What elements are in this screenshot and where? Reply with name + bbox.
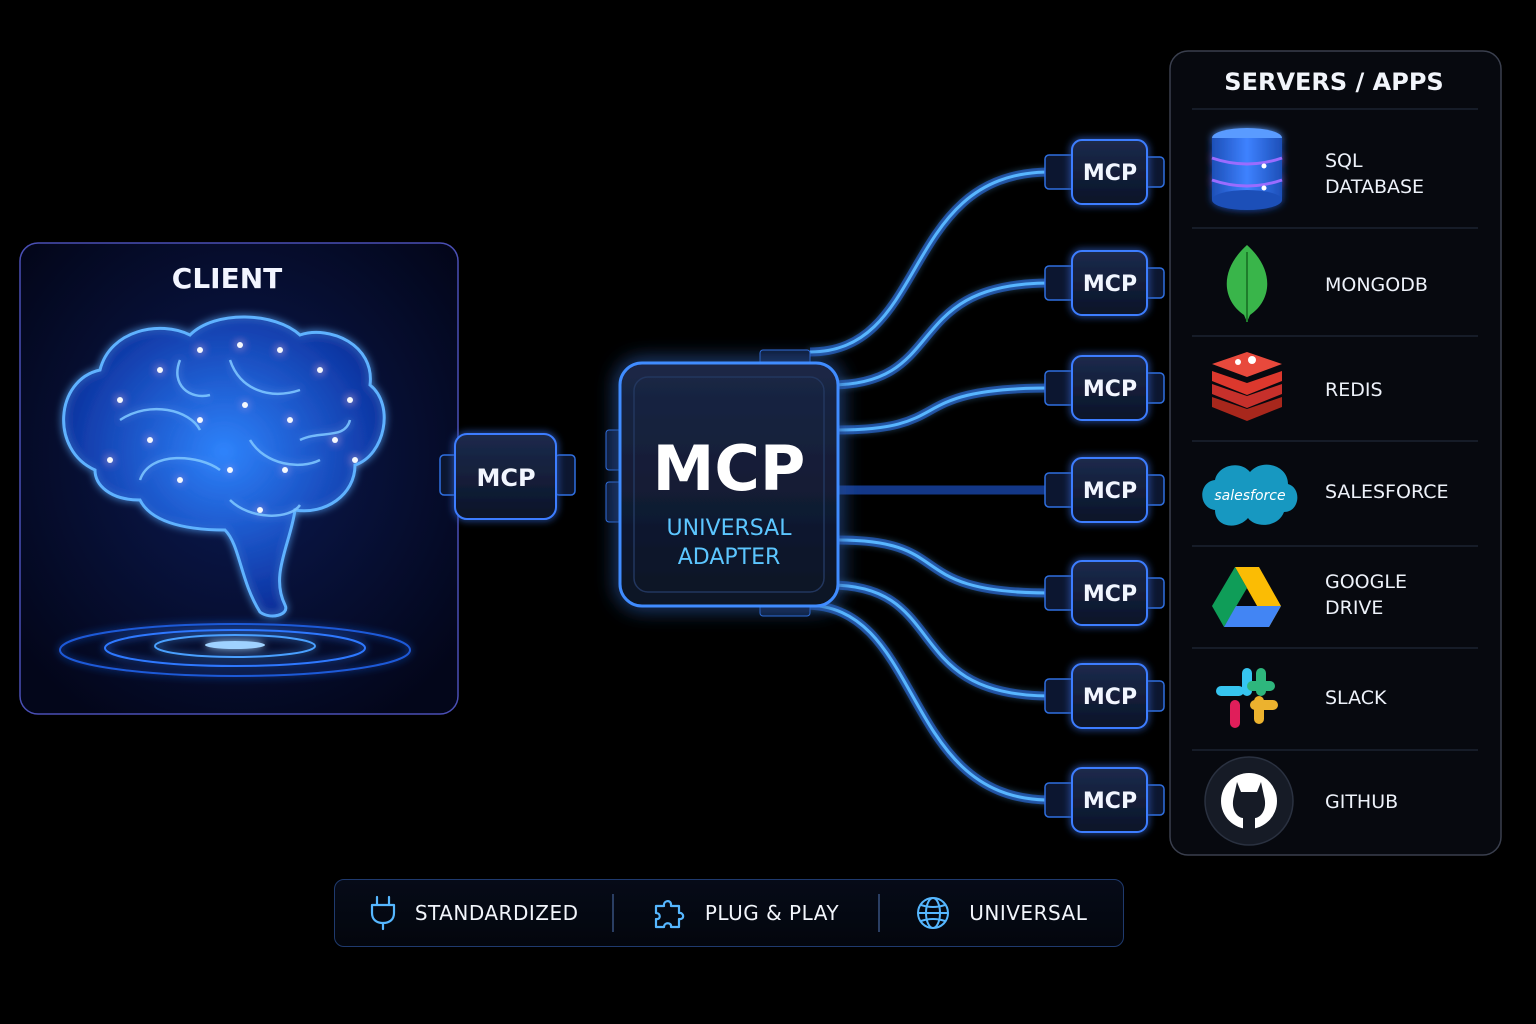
server-row[interactable]: SALESFORCE: [1325, 481, 1448, 503]
cable: [837, 535, 1051, 598]
server-connector: MCP: [1044, 250, 1192, 316]
feature-bar: STANDARDIZED PLUG & PLAY UNIVERSAL: [334, 879, 1124, 947]
cable-core: [809, 170, 1051, 354]
cable-core: [837, 386, 1051, 432]
feature-plug-and-play: PLUG & PLAY: [614, 880, 878, 946]
servers-title: SERVERS / APPS: [1224, 68, 1443, 96]
server-label: GITHUB: [1325, 791, 1398, 813]
server-connector-label: MCP: [1083, 789, 1137, 814]
github-icon: [1204, 756, 1294, 846]
slack-icon: [1216, 668, 1278, 728]
database-icon: [1211, 128, 1283, 210]
hub-subtitle-line2: ADAPTER: [678, 545, 781, 570]
client-connector-label: MCP: [476, 464, 535, 492]
brain-icon: [62, 315, 386, 618]
server-connector: MCP: [1044, 663, 1192, 729]
server-connector: MCP: [1044, 139, 1192, 205]
server-connector: MCP: [1044, 457, 1192, 523]
cable: [809, 167, 1051, 357]
server-row[interactable]: SQL DATABASE: [1325, 150, 1424, 198]
mongodb-leaf-icon: [1226, 245, 1268, 322]
server-label-line2: DRIVE: [1325, 597, 1383, 619]
server-connector: MCP: [1044, 355, 1192, 421]
client-panel: CLIENT: [19, 242, 462, 715]
server-label: SLACK: [1325, 687, 1387, 709]
hub-subtitle-line1: UNIVERSAL: [667, 516, 793, 541]
puzzle-icon: [654, 900, 685, 929]
server-connector: MCP: [1044, 560, 1192, 626]
plug-icon: [370, 895, 395, 931]
server-connector-label: MCP: [1083, 161, 1137, 186]
server-label-line2: DATABASE: [1325, 176, 1424, 198]
cable-core: [829, 583, 1051, 698]
server-connector-label: MCP: [1083, 582, 1137, 607]
client-connector: MCP: [439, 433, 610, 520]
server-label: MONGODB: [1325, 274, 1428, 296]
feature-divider: [878, 894, 880, 932]
google-drive-icon: [1212, 567, 1281, 627]
servers-panel: SERVERS / APPS SQL DATABASE MONGODB REDIS SA…: [1169, 50, 1502, 856]
server-connector-label: MCP: [1083, 479, 1137, 504]
server-row[interactable]: REDIS: [1325, 379, 1383, 401]
server-connector-label: MCP: [1083, 685, 1137, 710]
server-label-line1: SQL: [1325, 150, 1363, 172]
redis-icon: [1212, 352, 1282, 421]
server-row[interactable]: MONGODB: [1325, 274, 1428, 296]
globe-icon: [917, 897, 950, 929]
cable: [829, 580, 1051, 701]
server-connectors: MCP MCP MCP MCP MCP MCP MCP: [1044, 139, 1192, 833]
cable-core: [829, 281, 1051, 387]
server-row[interactable]: GITHUB: [1325, 791, 1398, 813]
feature-universal: UNIVERSAL: [880, 880, 1123, 946]
feature-divider: [612, 894, 614, 932]
feature-label: PLUG & PLAY: [704, 901, 840, 925]
server-label-line1: GOOGLE: [1325, 571, 1407, 593]
server-connector-label: MCP: [1083, 377, 1137, 402]
platform-rings: [59, 623, 411, 677]
server-label: SALESFORCE: [1325, 481, 1448, 503]
cable-core: [804, 603, 1051, 802]
feature-standardized: STANDARDIZED: [335, 880, 612, 946]
salesforce-logo-text: salesforce: [1214, 488, 1285, 504]
feature-label: STANDARDIZED: [414, 901, 579, 925]
server-label: REDIS: [1325, 379, 1383, 401]
hub-title: MCP: [653, 432, 806, 505]
server-connector: MCP: [1044, 767, 1192, 833]
cable: [837, 383, 1051, 435]
server-connector-label: MCP: [1083, 272, 1137, 297]
server-row[interactable]: GOOGLE DRIVE: [1325, 571, 1407, 619]
client-title: CLIENT: [172, 262, 282, 295]
mcp-hub: MCP UNIVERSAL ADAPTER: [605, 349, 840, 617]
salesforce-cloud-icon: salesforce: [1202, 464, 1298, 526]
cable-bundle: [804, 167, 1051, 805]
server-row[interactable]: SLACK: [1325, 687, 1387, 709]
cable-core: [837, 538, 1051, 595]
feature-label: UNIVERSAL: [969, 901, 1088, 925]
